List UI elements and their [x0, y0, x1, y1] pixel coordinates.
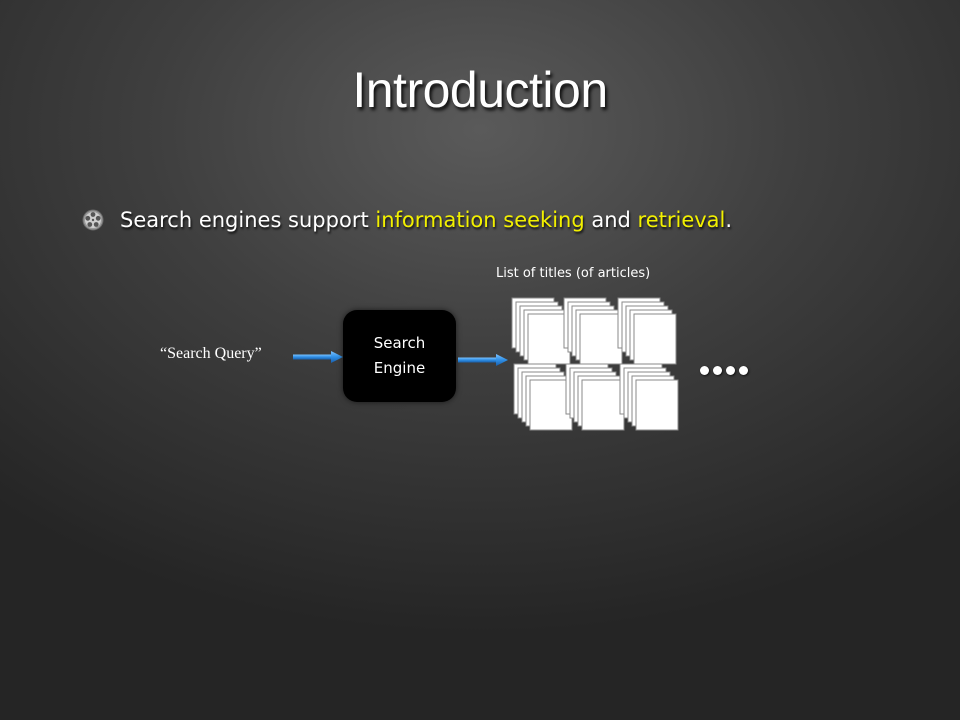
engine-to-results-arrow-icon: [458, 354, 508, 366]
document-page: [579, 313, 623, 365]
bullet-text-part-3: and: [584, 208, 638, 232]
bullet-text: Search engines support information seeki…: [120, 208, 732, 232]
search-query-label: “Search Query”: [160, 345, 262, 362]
engine-label-line-1: Search: [373, 334, 426, 352]
bullet-text-part-1: Search engines support: [120, 208, 376, 232]
document-stack: [563, 297, 623, 365]
bullet-highlight-information-seeking: information seeking: [375, 208, 585, 232]
bullet-highlight-retrieval: retrieval: [637, 208, 726, 232]
ellipsis-dot: [726, 366, 735, 375]
search-engine-box: Search Engine: [343, 310, 456, 402]
film-reel-bullet-icon: [82, 209, 104, 231]
document-page: [635, 379, 679, 431]
bullet-point: Search engines support information seeki…: [82, 202, 732, 238]
document-page: [581, 379, 625, 431]
document-stack: [513, 363, 573, 431]
document-page: [633, 313, 677, 365]
slide-title: Introduction: [352, 62, 608, 118]
ellipsis-dot: [739, 366, 748, 375]
ellipsis-dots: [700, 366, 748, 375]
results-caption: List of titles (of articles): [496, 266, 651, 281]
document-stack: [619, 363, 679, 431]
document-stack: [617, 297, 677, 365]
document-stack: [565, 363, 625, 431]
engine-label-line-2: Engine: [373, 359, 426, 377]
bullet-text-period: .: [725, 208, 733, 232]
ellipsis-dot: [700, 366, 709, 375]
ellipsis-dot: [713, 366, 722, 375]
query-to-engine-arrow-icon: [293, 351, 343, 363]
document-stack: [511, 297, 571, 365]
